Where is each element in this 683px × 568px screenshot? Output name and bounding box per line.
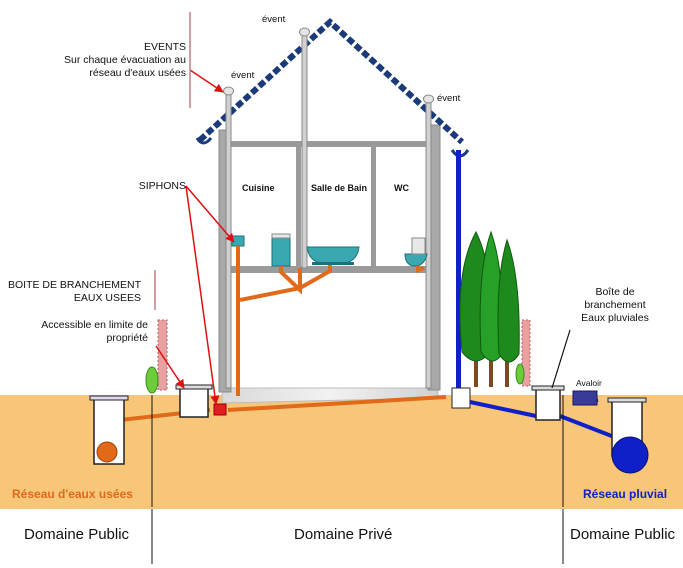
bathtub	[306, 246, 360, 264]
gutter-left	[195, 137, 213, 145]
room-cuisine: Cuisine	[242, 183, 275, 193]
trees	[459, 230, 520, 387]
events-desc-line-1: Sur chaque évacuation au	[63, 54, 186, 66]
wastewater-connection-box	[179, 386, 209, 418]
vent-cap-middle	[299, 27, 310, 37]
vent-pipe-right	[425, 99, 432, 389]
connection-fitting	[213, 403, 227, 416]
kitchen-sink	[271, 235, 291, 267]
vent-pipe-left	[225, 91, 232, 389]
boite-pluviale-line-1: Boîte de	[595, 286, 635, 298]
domaine-public-right: Domaine Public	[570, 526, 676, 543]
domaine-public-left: Domaine Public	[24, 526, 130, 543]
ceiling-beam	[231, 141, 428, 147]
events-desc-line-2: réseau d'eaux usées	[89, 67, 186, 79]
manhole-lid	[89, 395, 129, 401]
wastewater-sewer-pipe	[96, 441, 118, 463]
accessible-line-1: Accessible en limite de	[41, 319, 148, 331]
accessible-line-2: propriété	[106, 332, 148, 344]
siphons-arrow	[185, 185, 235, 243]
room-salle-de-bain: Salle de Bain	[311, 183, 368, 193]
boite-pluviale-line-2: branchement	[584, 299, 646, 311]
events-title: EVENTS	[143, 41, 186, 53]
reseau-pluvial-label: Réseau pluvial	[583, 487, 668, 501]
event-label-left: évent	[231, 70, 255, 81]
boite-branchement-line-1: BOITE DE BRANCHEMENT	[7, 279, 141, 291]
accessible-arrow	[155, 345, 185, 389]
rain-box-lid	[531, 385, 565, 391]
boite-pluviale-line-3: Eaux pluviales	[581, 312, 649, 324]
boite-branchement-line-2: EAUX USEES	[73, 292, 141, 304]
pluviale-arrow	[551, 329, 571, 389]
rainwater-box-house	[451, 387, 471, 409]
vent-cap-right	[423, 94, 434, 104]
event-label-right: évent	[437, 93, 461, 104]
domaine-prive: Domaine Privé	[294, 526, 393, 543]
partition-1	[296, 147, 301, 269]
event-label-top: évent	[262, 14, 286, 25]
partition-2	[371, 147, 376, 269]
downpipe	[456, 150, 461, 390]
green-meter-right	[515, 363, 525, 385]
wc-bowl	[404, 253, 428, 267]
fence-right	[521, 319, 531, 387]
roof	[197, 17, 465, 145]
rain-manhole-lid	[607, 397, 647, 403]
bath-feet	[312, 262, 354, 265]
room-wc: WC	[394, 183, 409, 193]
siphons-arrow-2	[185, 185, 220, 405]
sink-top	[271, 233, 291, 239]
siphons-label: SIPHONS	[138, 180, 186, 192]
events-arrow	[189, 69, 224, 93]
storm-sewer-pipe	[611, 436, 649, 474]
vent-cap-left	[223, 86, 234, 96]
avaloir-grate	[572, 390, 598, 406]
connection-box-lid	[175, 384, 213, 390]
avaloir-label: Avaloir	[576, 378, 602, 388]
rainwater-connection-box	[535, 387, 561, 421]
reseau-eaux-usees-label: Réseau d'eaux usées	[12, 487, 133, 501]
green-meter-left	[145, 366, 159, 394]
vent-pipe-middle	[301, 33, 308, 269]
wc-tank	[411, 237, 426, 255]
